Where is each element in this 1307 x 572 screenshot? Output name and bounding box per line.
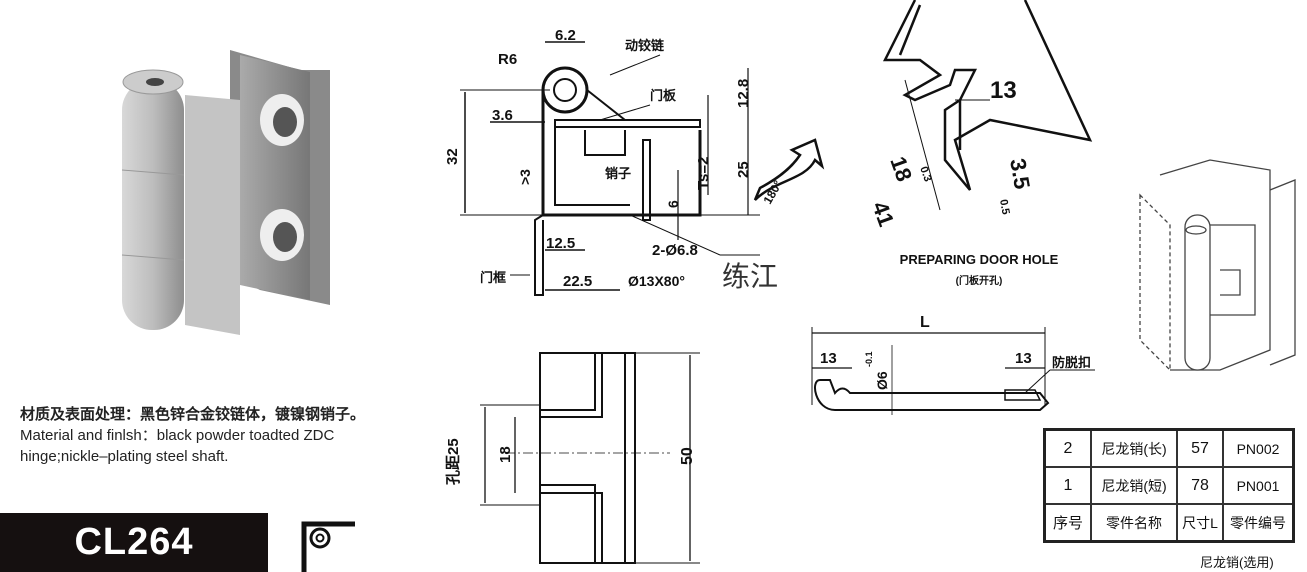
dim-ts: Ts=2 — [695, 157, 712, 191]
label-retainer: 防脱扣 — [1052, 355, 1091, 370]
dim-gt3: >3 — [517, 169, 533, 185]
hinge-installed-view — [1139, 159, 1296, 372]
cell-code: PN002 — [1222, 428, 1295, 468]
door-hole-subtitle: (门板开孔) — [955, 276, 1003, 287]
door-hole-title: PREPARING DOOR HOLE — [899, 252, 1059, 267]
dim-3-5: 3.5 — [1005, 157, 1035, 191]
dim-hole-pitch: 孔距25 — [445, 438, 462, 485]
cell-name: 尼龙销(短) — [1090, 466, 1178, 505]
dim-13: 13 — [990, 77, 1017, 104]
cell-code: PN001 — [1222, 466, 1295, 505]
tol-18: 0.3 — [917, 165, 934, 183]
dim-countersink: Ø13X80° — [628, 273, 685, 289]
dim-3-6: 3.6 — [492, 107, 513, 124]
header-no: 序号 — [1043, 503, 1092, 543]
material-cn: 材质及表面处理：黑色锌合金铰链体，镀镍钢销子。 — [20, 406, 366, 423]
cell-no: 1 — [1043, 466, 1092, 505]
header-code: 零件编号 — [1222, 503, 1295, 543]
label-pin: 销子 — [605, 166, 631, 181]
material-en-2: hinge;nickle–plating steel shaft. — [20, 448, 229, 465]
header-name: 零件名称 — [1090, 503, 1178, 543]
cell-size: 78 — [1176, 466, 1224, 505]
model-number-badge: CL264 — [0, 513, 268, 572]
hinge-3d-render — [121, 50, 330, 335]
table-header-row: 序号 零件名称 尺寸L 零件编号 — [1043, 503, 1295, 543]
parts-table: 2 尼龙销(长) 57 PN002 1 尼龙销(短) 78 PN001 序号 零… — [1043, 428, 1295, 543]
dim-6: 6 — [665, 200, 681, 208]
dim-32: 32 — [444, 148, 461, 165]
dim-6-2: 6.2 — [555, 27, 576, 44]
material-description: 材质及表面处理：黑色锌合金铰链体，镀镍钢销子。 Material and fin… — [20, 404, 365, 467]
dim-50: 50 — [679, 447, 696, 465]
dim-12-5: 12.5 — [546, 235, 575, 252]
hinge-type-icon — [301, 521, 355, 572]
dim-18: 18 — [497, 446, 514, 463]
door-hole-drawing: 13 18 0.3 41 3.5 0.5 — [867, 0, 1093, 230]
table-caption: 尼龙销(选用) — [1200, 555, 1274, 570]
dim-r6: R6 — [498, 51, 517, 68]
header-size: 尺寸L — [1176, 503, 1224, 543]
dim-18: 18 — [885, 153, 917, 185]
dim-12-8: 12.8 — [735, 79, 752, 108]
dim-tolerance: -0.1 — [864, 351, 874, 367]
cell-name: 尼龙销(长) — [1090, 428, 1178, 468]
dim-22-5: 22.5 — [563, 273, 592, 290]
dim-25: 25 — [735, 161, 752, 178]
watermark: 练江 — [722, 260, 779, 293]
tol-3-5: 0.5 — [997, 198, 1011, 215]
dim-41: 41 — [867, 198, 899, 230]
material-en-1: Material and finlsh：black powder toadted… — [20, 427, 335, 444]
dim-diameter: Ø6 — [874, 371, 890, 390]
cell-no: 2 — [1043, 428, 1092, 468]
table-row: 1 尼龙销(短) 78 PN001 — [1043, 466, 1295, 505]
dim-length: L — [920, 314, 930, 331]
table-row: 2 尼龙销(长) 57 PN002 — [1043, 428, 1295, 468]
dim-13-right: 13 — [1015, 350, 1032, 367]
dim-13-left: 13 — [820, 350, 837, 367]
label-door-frame: 门框 — [480, 270, 506, 285]
label-door-panel: 门板 — [650, 88, 677, 103]
cell-size: 57 — [1176, 428, 1224, 468]
front-view-drawing: 孔距25 18 50 — [445, 352, 700, 564]
dim-holes: 2-Ø6.8 — [652, 242, 698, 259]
label-moving-hinge: 动铰链 — [625, 38, 665, 53]
section-view-drawing: 6.2 R6 动铰链 门板 3.6 12.8 32 >3 销子 Ts=2 25 … — [444, 27, 825, 296]
pin-drawing: L 13 13 Ø6 -0.1 防脱扣 — [811, 314, 1095, 415]
